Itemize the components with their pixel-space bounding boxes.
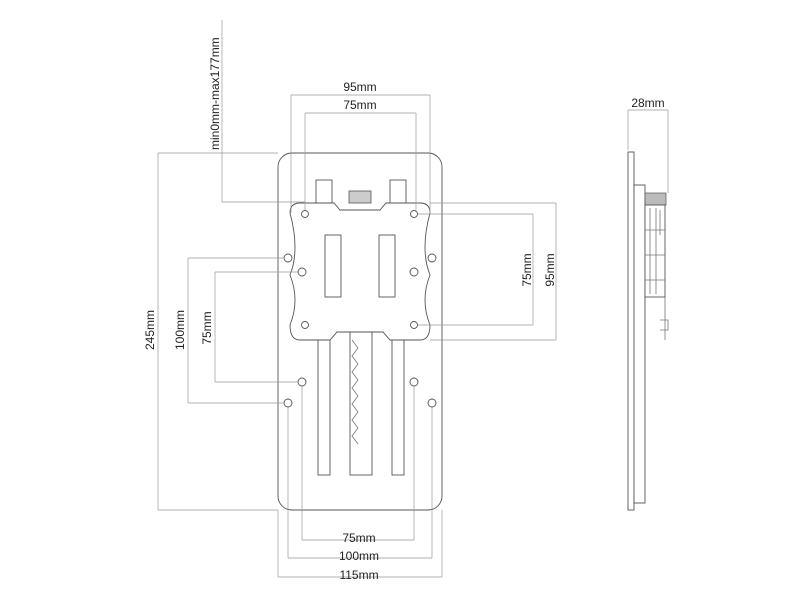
dim-right-inner: 75mm: [520, 253, 534, 286]
slot-right: [378, 234, 396, 298]
dim-side-depth: 28mm: [631, 96, 664, 110]
adjust-knob: [348, 190, 372, 204]
dim-top-outer: 95mm: [343, 80, 376, 94]
side-view: [627, 151, 669, 511]
slide-rails: [315, 179, 407, 476]
dim-bottom-inner: 75mm: [342, 531, 375, 545]
dimension-lines: [157, 20, 669, 578]
dim-adjust-range: min0mm-max177mm: [208, 37, 222, 150]
dim-bottom-mid: 100mm: [339, 549, 379, 563]
dim-bottom-outer: 115mm: [339, 568, 378, 582]
dim-left-inner: 75mm: [200, 311, 214, 344]
dim-total-height: 245mm: [143, 310, 157, 350]
slot-left: [324, 234, 342, 298]
vesa-plate: [289, 202, 431, 341]
dim-left-outer: 100mm: [173, 310, 187, 350]
dim-right-outer: 95mm: [543, 253, 557, 286]
dim-top-inner: 75mm: [343, 98, 376, 112]
